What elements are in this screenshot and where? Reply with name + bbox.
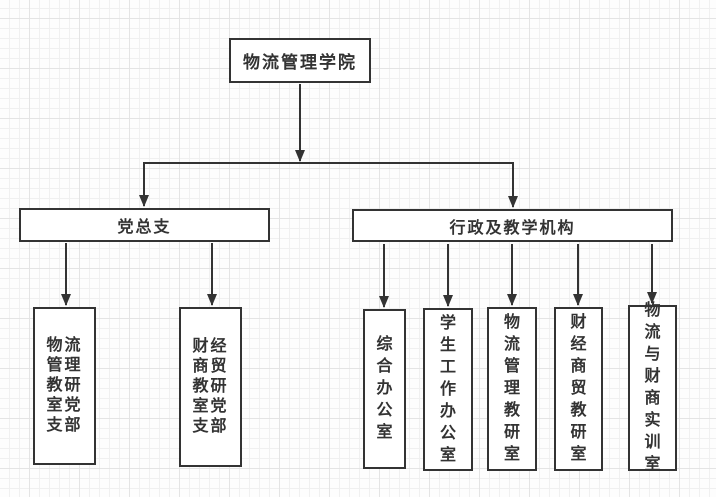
node-label: 财经商贸教研室 bbox=[570, 314, 587, 463]
node-label: 物流与财商实训室 bbox=[644, 302, 661, 473]
node-admin-teaching[interactable]: 行政及教学机构 bbox=[352, 209, 673, 242]
node-label: 物流管理学院 bbox=[243, 53, 357, 72]
node-label: 物流管理教研室党支部 bbox=[46, 337, 83, 434]
node-label: 财经商贸教研室党支部 bbox=[192, 338, 229, 435]
node-finance-commerce-teaching-office[interactable]: 财经商贸教研室 bbox=[554, 307, 603, 471]
node-label: 学生工作办公室 bbox=[439, 314, 456, 464]
node-label: 物流管理教研室 bbox=[503, 314, 520, 463]
node-college[interactable]: 物流管理学院 bbox=[229, 38, 371, 83]
node-student-affairs-office[interactable]: 学生工作办公室 bbox=[423, 308, 473, 471]
node-logistics-teaching-office[interactable]: 物流管理教研室 bbox=[487, 307, 537, 471]
node-logistics-teaching-party-branch[interactable]: 物流管理教研室党支部 bbox=[33, 307, 96, 465]
node-general-office[interactable]: 综合办公室 bbox=[363, 309, 406, 469]
node-logistics-finance-training-room[interactable]: 物流与财商实训室 bbox=[628, 302, 677, 473]
node-label: 党总支 bbox=[117, 219, 172, 236]
node-label: 综合办公室 bbox=[376, 336, 393, 441]
node-finance-commerce-party-branch[interactable]: 财经商贸教研室党支部 bbox=[179, 307, 242, 467]
node-label: 行政及教学机构 bbox=[449, 219, 576, 237]
node-party-general-branch[interactable]: 党总支 bbox=[19, 208, 270, 242]
